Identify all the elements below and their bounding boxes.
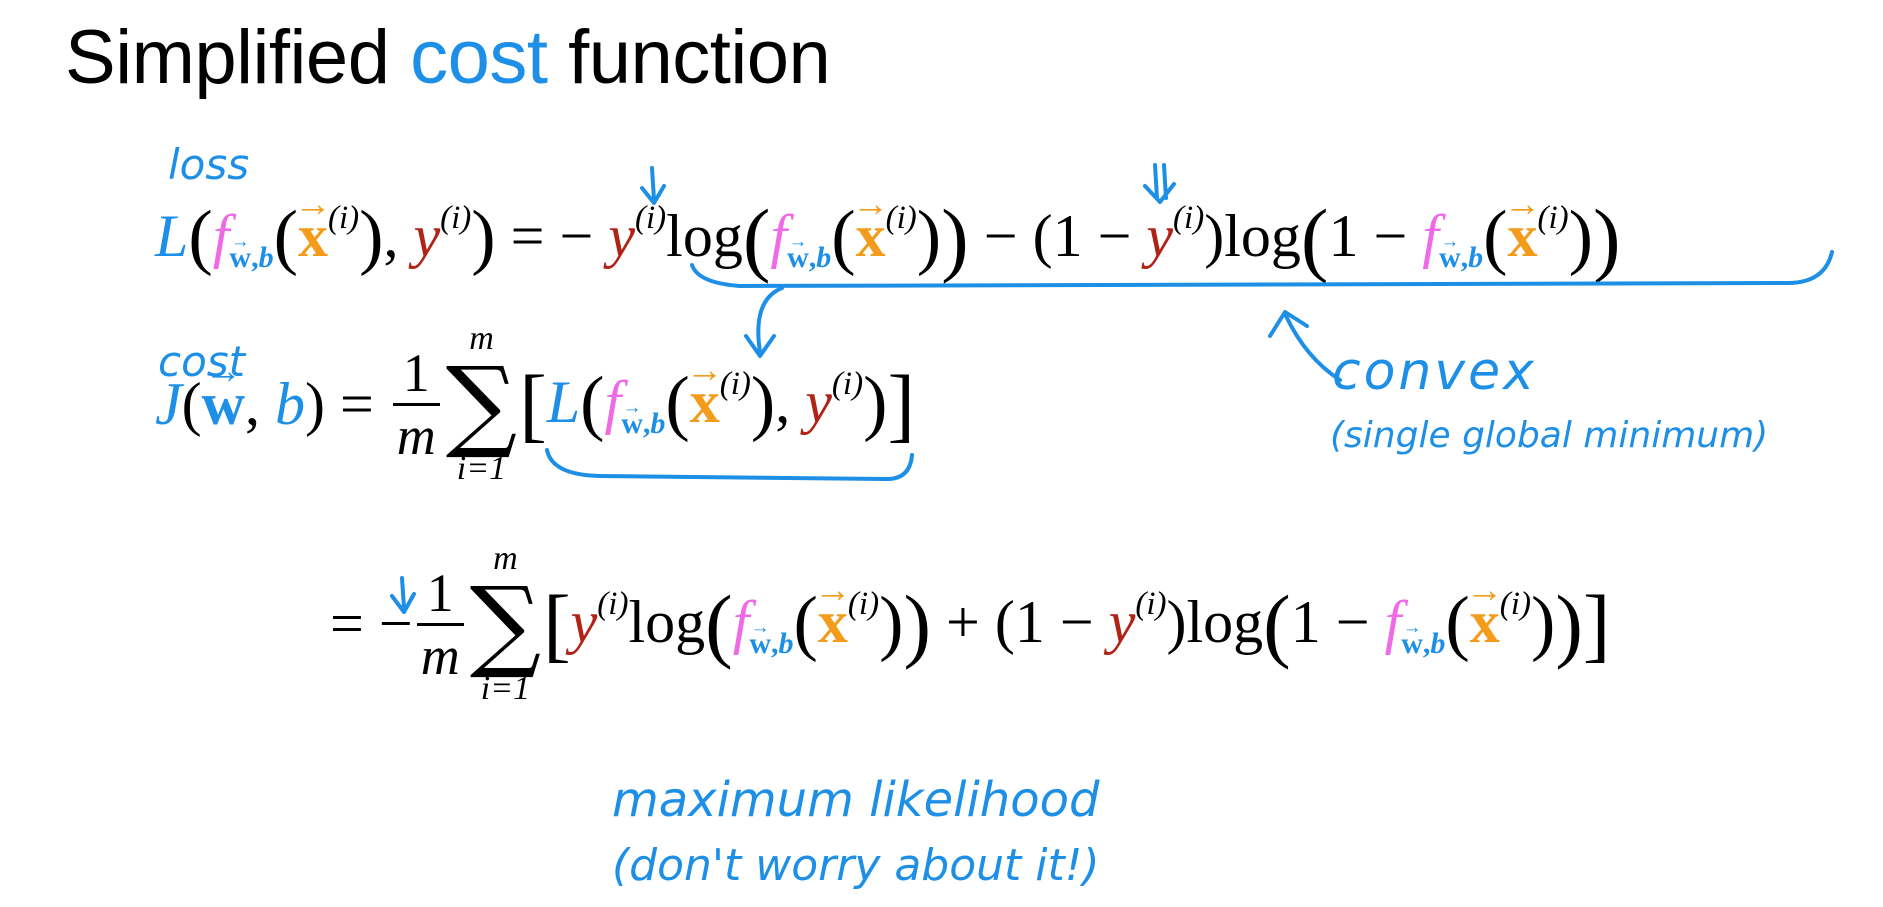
symbol-L: L [155,203,189,270]
summation: m∑i=1 [445,320,518,487]
maximum-likelihood-label: maximum likelihood [612,772,1100,828]
dont-worry-label: (don't worry about it!) [612,840,1100,891]
summation: m∑i=1 [469,540,542,707]
convex-label: convex [1332,342,1537,402]
single-global-minimum-label: (single global minimum) [1330,415,1769,456]
symbol-y: y [413,203,441,270]
title-text-end: function [547,15,831,100]
symbol-J: J [155,370,182,437]
loss-equation: L(fw,b(x(i)), y(i)) = − y(i)log(fw,b(x(i… [155,190,1621,286]
symbol-f: f [212,203,230,270]
loss-label: loss [168,140,250,189]
convex-pointer-arrow [1268,310,1342,382]
slide-title: Simplified cost function [65,14,831,101]
title-text: Simplified [65,15,411,100]
underbrace-loss [690,250,1834,288]
down-arrow-mark-1 [640,166,666,205]
symbol-x: x [298,202,328,271]
expanded-cost-equation: = −1mm∑i=1[y(i)log(fw,b(x(i))) + (1 − y(… [330,540,1610,708]
curved-arrow-to-cost [744,286,784,358]
title-accent: cost [410,15,548,100]
cost-equation: J(w, b) = 1mm∑i=1[L(fw,b(x(i)), y(i))] [155,320,915,488]
down-arrow-mark-2 [1143,163,1176,204]
underbrace-cost [545,448,914,482]
down-arrow-mark-3 [390,576,416,614]
